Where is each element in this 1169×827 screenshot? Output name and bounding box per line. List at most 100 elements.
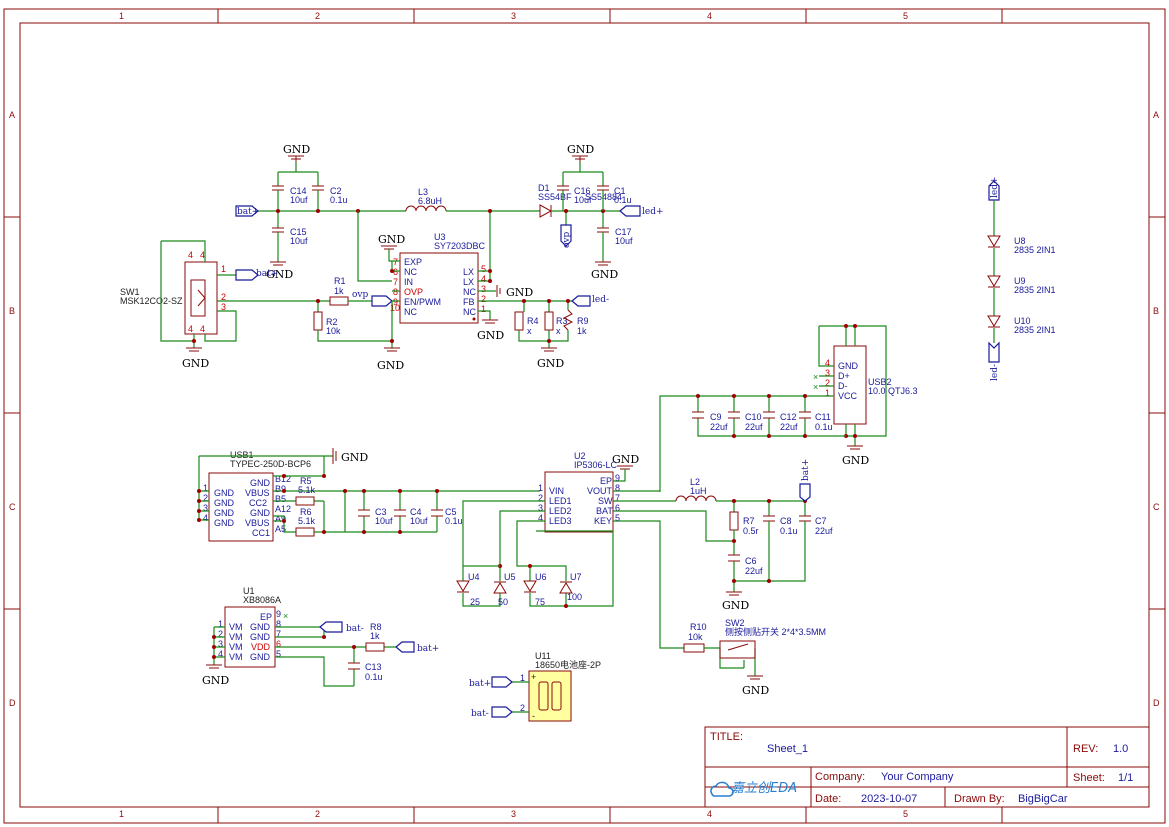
svg-text:1k: 1k: [577, 326, 587, 336]
svg-text:9: 9: [393, 297, 398, 307]
svg-text:10uf: 10uf: [574, 195, 592, 205]
svg-text:C12: C12: [780, 412, 797, 422]
svg-text:GND: GND: [377, 359, 404, 372]
net-label-bat-minus: bat-: [471, 706, 513, 719]
svg-text:10uf: 10uf: [375, 516, 393, 526]
svg-text:0.1u: 0.1u: [330, 195, 348, 205]
svg-text:GND: GND: [266, 268, 293, 281]
svg-text:GND: GND: [214, 508, 235, 518]
svg-text:bat+: bat+: [469, 679, 491, 689]
capacitor-c11: C11 0.1u: [799, 411, 833, 432]
svg-text:×: ×: [283, 611, 288, 621]
capacitor-c6: C6 22uf: [728, 554, 763, 576]
svg-text:3: 3: [221, 302, 226, 312]
col-label: 3: [511, 809, 516, 819]
gnd-symbol: GND: [266, 261, 293, 281]
svg-text:EN/PWM: EN/PWM: [404, 297, 441, 307]
resistor-r1: R1 1k: [329, 276, 349, 306]
svg-text:A5: A5: [275, 524, 286, 534]
gnd-symbol: GND: [477, 319, 504, 342]
drawn-by-value: BigBigCar: [1018, 793, 1068, 805]
grid-labels: 1 2 3 4 5 1 2 3 4 5 A B C D A B C D: [9, 11, 1160, 819]
col-label: 5: [903, 809, 908, 819]
svg-text:BAT: BAT: [596, 506, 613, 516]
svg-text:×: ×: [813, 382, 818, 392]
svg-text:2: 2: [520, 703, 525, 713]
svg-text:0.1u: 0.1u: [365, 672, 383, 682]
svg-text:U2: U2: [574, 451, 586, 461]
svg-text:C11: C11: [815, 412, 831, 422]
svg-text:B5: B5: [275, 494, 286, 504]
svg-text:SS54BF: SS54BF: [538, 192, 572, 202]
svg-text:R7: R7: [743, 516, 755, 526]
svg-text:C16: C16: [574, 186, 591, 196]
svg-text:10.0 QTJ6.3: 10.0 QTJ6.3: [868, 386, 918, 396]
svg-text:7: 7: [393, 257, 398, 267]
svg-text:GND: GND: [250, 478, 271, 488]
svg-text:GND: GND: [250, 652, 271, 662]
svg-text:5: 5: [615, 513, 620, 523]
svg-text:-: -: [532, 711, 535, 721]
svg-text:led+: led+: [990, 176, 1000, 198]
logo-text: 嘉立创EDA: [731, 781, 797, 796]
svg-text:10uf: 10uf: [290, 236, 308, 246]
svg-text:U8: U8: [1014, 236, 1026, 246]
svg-text:SW1: SW1: [120, 287, 140, 297]
col-label: 4: [707, 11, 712, 21]
svg-text:3: 3: [481, 284, 486, 294]
svg-text:D1: D1: [538, 183, 550, 193]
led-u9: U9 2835 2IN1: [987, 275, 1056, 295]
svg-text:VIN: VIN: [549, 486, 564, 496]
svg-text:6: 6: [615, 503, 620, 513]
svg-text:U4: U4: [468, 572, 480, 582]
svg-text:A12: A12: [275, 504, 291, 514]
svg-text:NC: NC: [463, 307, 476, 317]
svg-text:+: +: [531, 672, 536, 682]
svg-text:R5: R5: [300, 476, 312, 486]
svg-text:led+: led+: [642, 207, 664, 217]
svg-text:7: 7: [276, 629, 281, 639]
svg-text:GND: GND: [722, 599, 749, 612]
svg-text:R9: R9: [577, 316, 589, 326]
svg-text:USB2: USB2: [868, 377, 892, 387]
svg-text:GND: GND: [214, 488, 235, 498]
net-label-bat-plus: bat+: [395, 641, 439, 654]
svg-text:ovp: ovp: [352, 290, 369, 300]
svg-text:4: 4: [200, 250, 205, 260]
drawn-by-label: Drawn By:: [954, 793, 1005, 805]
svg-text:U3: U3: [434, 232, 446, 242]
gnd-symbol: GND: [182, 347, 209, 370]
svg-text:1: 1: [825, 388, 830, 398]
col-label: 2: [315, 11, 320, 21]
net-label-bat-plus: bat+: [799, 459, 811, 502]
svg-text:GND: GND: [591, 268, 618, 281]
row-label: D: [1153, 698, 1160, 708]
svg-text:3: 3: [203, 503, 208, 513]
svg-text:2: 2: [481, 294, 486, 304]
svg-text:led-: led-: [990, 364, 1000, 381]
svg-text:D-: D-: [838, 381, 848, 391]
svg-text:4: 4: [538, 513, 543, 523]
switch-sw1: SW1 MSK12CO2-SZ 4 4 4 4 1 2 3: [120, 250, 226, 335]
net-label-bat-minus: bat-: [319, 621, 364, 634]
svg-text:x: x: [527, 326, 532, 336]
svg-text:1k: 1k: [334, 286, 344, 296]
svg-text:2835 2IN1: 2835 2IN1: [1014, 285, 1056, 295]
inductor-l3: L3 6.8uH: [405, 187, 447, 212]
svg-text:L3: L3: [418, 187, 428, 197]
svg-text:led-: led-: [592, 295, 609, 305]
row-label: B: [9, 306, 15, 316]
svg-text:8: 8: [615, 483, 620, 493]
col-label: 4: [707, 809, 712, 819]
svg-text:D+: D+: [838, 371, 850, 381]
svg-text:VM: VM: [229, 642, 243, 652]
svg-text:LED2: LED2: [549, 506, 572, 516]
svg-text:2835 2IN1: 2835 2IN1: [1014, 245, 1056, 255]
net-label-led-minus: led-: [571, 295, 609, 307]
svg-text:GND: GND: [838, 361, 859, 371]
row-label: C: [9, 502, 16, 512]
capacitor-c5: C5 0.1u: [431, 507, 463, 526]
capacitor-c4: C4 10uf: [394, 507, 428, 526]
svg-text:C3: C3: [375, 507, 387, 517]
